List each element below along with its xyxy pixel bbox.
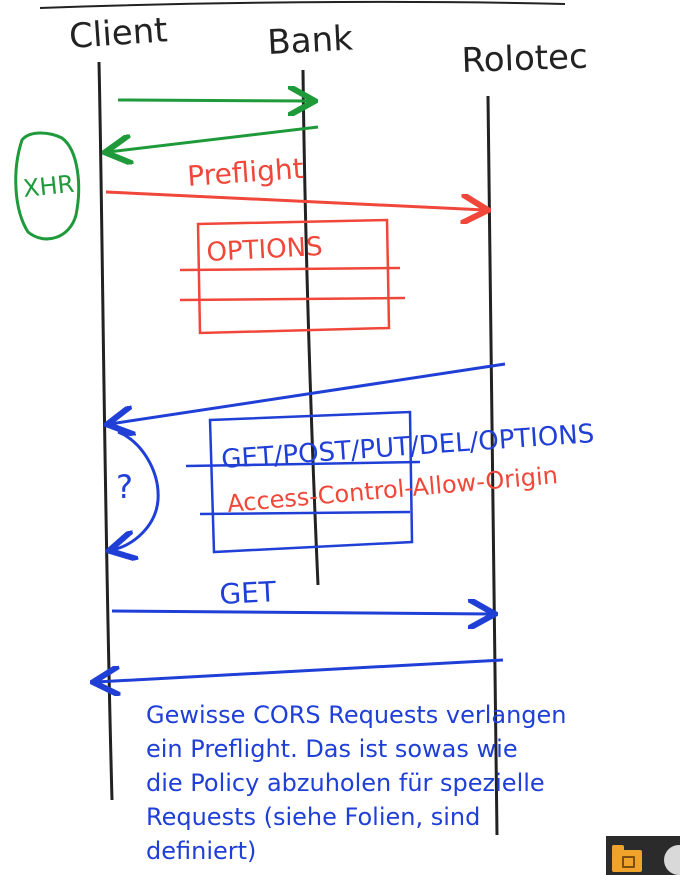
options-box-row-1 — [179, 266, 401, 272]
options-label: OPTIONS — [206, 232, 324, 268]
lifeline-label-client: Client — [68, 10, 169, 57]
lifeline-label-rolotec: Rolotec — [461, 37, 588, 81]
note-line-1: Gewisse CORS Requests verlangen — [146, 701, 567, 729]
folder-icon[interactable] — [612, 845, 642, 872]
green-request-arrow — [117, 100, 312, 101]
note-line-5: definiert) — [146, 837, 257, 865]
question-mark: ? — [116, 468, 133, 506]
xhr-bubble — [14, 131, 81, 241]
methods-box-row-2 — [199, 510, 411, 516]
explanation-note: Gewisse CORS Requests verlangen ein Pref… — [146, 698, 606, 868]
preflight-label: Preflight — [186, 152, 304, 193]
options-box-row-2 — [179, 296, 406, 302]
note-line-3: die Policy abzuholen für spezielle — [146, 769, 545, 797]
methods-box — [208, 410, 414, 554]
preflight-arrow — [105, 190, 485, 210]
top-divider — [39, 0, 566, 9]
options-box — [196, 218, 391, 335]
xhr-label: XHR — [22, 170, 76, 203]
lifeline-label-bank: Bank — [266, 19, 354, 63]
preflight-response-arrow — [110, 362, 506, 424]
question-loop-arrow — [112, 430, 160, 550]
circle-icon[interactable] — [664, 845, 680, 875]
green-response-arrow — [108, 125, 319, 152]
lifeline-rolotec — [486, 95, 499, 836]
methods-box-row-1 — [185, 460, 421, 468]
get-arrow — [111, 611, 492, 614]
get-response-arrow — [96, 658, 504, 682]
note-line-2: ein Preflight. Das ist sowas wie — [146, 735, 518, 763]
lifeline-bank — [301, 69, 320, 586]
lifeline-client — [97, 61, 114, 801]
note-line-4: Requests (siehe Folien, sind — [146, 803, 481, 831]
get-label: GET — [219, 575, 278, 611]
